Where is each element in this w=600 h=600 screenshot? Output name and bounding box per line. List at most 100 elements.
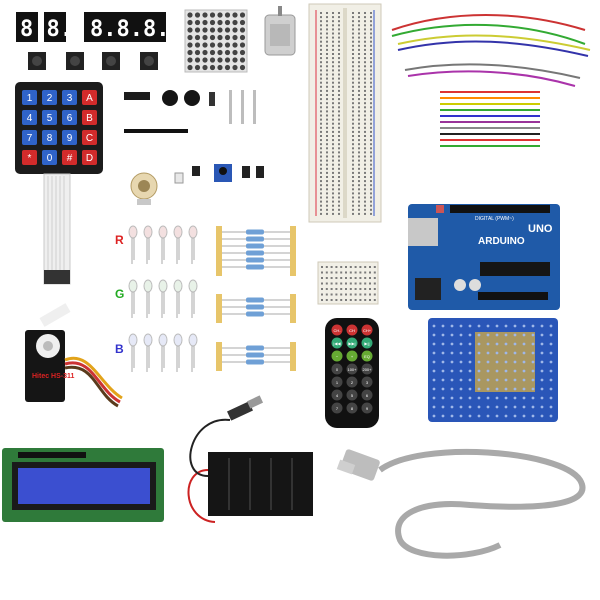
svg-text:6: 6 [366,393,369,398]
sensors [174,164,264,184]
keypad-key-label: 9 [67,133,73,144]
keypad-key: A [82,90,97,105]
keypad-key-label: 2 [47,93,53,104]
membrane-keypad: 1 2 3 A 4 5 6 B 7 8 9 C * 0 # D [15,82,103,285]
svg-text:2: 2 [351,380,354,385]
remote-key: 4 [331,389,343,401]
remote-key: ▶|| [361,337,373,349]
svg-text:5: 5 [351,393,354,398]
svg-text:CH-: CH- [333,328,341,333]
segment-display-single-text: 8.8. [20,17,73,42]
keypad-key-label: C [86,133,93,144]
keypad-key-label: 3 [67,93,73,104]
keypad-key: D [82,150,97,165]
keypad-key-label: 0 [47,153,53,164]
svg-text:+: + [351,354,354,359]
remote-key: EQ [361,350,373,362]
remote-key: CH- [331,324,343,336]
seven-segment-display-4digit: 8.8.8.8. [84,12,196,42]
remote-key: 200+ [361,363,373,375]
jumper-wires [391,14,591,147]
proto-shield [428,318,558,422]
svg-text:7: 7 [336,406,339,411]
arduino-header-label: DIGITAL (PWM~) [475,216,514,222]
servo-label: Hitec HS-311 [32,373,75,380]
led-rows: R G B [115,225,198,372]
remote-key: CH [346,324,358,336]
keypad-key-label: B [86,113,93,124]
remote-key: |◀◀ [331,337,343,349]
remote-key: 0 [331,363,343,375]
svg-text:▶▶|: ▶▶| [348,341,355,346]
arduino-brand-text: ARDUINO [478,236,525,247]
led-green-label: G [115,287,124,301]
remote-key: 6 [361,389,373,401]
keypad-key-label: * [28,153,32,164]
arduino-uno-board: ARDUINO UNO DIGITAL (PWM~) [408,204,560,310]
keypad-key-label: A [86,93,93,104]
svg-text:EQ: EQ [364,354,370,359]
svg-text:9: 9 [366,406,369,411]
small-components [124,90,256,133]
dc-motor [264,6,296,56]
keypad-key-label: 1 [27,93,33,104]
remote-key: 9 [361,402,373,414]
battery-holder [187,395,313,523]
servo-motor: Hitec HS-311 [25,303,123,408]
remote-key: 2 [346,376,358,388]
remote-key: ▶▶| [346,337,358,349]
keypad-key-label: # [67,153,73,164]
keypad-key: 6 [62,110,77,125]
led-red-label: R [115,233,124,247]
keypad-key-label: 5 [47,113,53,124]
keypad-key: C [82,130,97,145]
keypad-key: 4 [22,110,37,125]
remote-key: + [346,350,358,362]
svg-text:4: 4 [336,393,339,398]
svg-text:200+: 200+ [362,367,372,372]
svg-text:|◀◀: |◀◀ [333,341,341,346]
arduino-model-text: UNO [528,223,553,235]
led-blue-label: B [115,342,124,356]
remote-key: 7 [331,402,343,414]
svg-text:1: 1 [336,380,339,385]
keypad-key-label: 7 [27,133,33,144]
potentiometer [130,172,158,205]
keypad-key: 2 [42,90,57,105]
breadboard-mini [317,261,379,305]
remote-key: CH+ [361,324,373,336]
remote-key: 100+ [346,363,358,375]
remote-key: 5 [346,389,358,401]
keypad-key: 9 [62,130,77,145]
remote-key: − [331,350,343,362]
svg-text:0: 0 [336,367,339,372]
keypad-key: * [22,150,37,165]
remote-key: 3 [361,376,373,388]
remote-key: 1 [331,376,343,388]
keypad-key: 3 [62,90,77,105]
keypad-key: 0 [42,150,57,165]
remote-key: 8 [346,402,358,414]
keypad-key-label: 4 [27,113,33,124]
tactile-buttons [28,52,158,70]
keypad-key: B [82,110,97,125]
keypad-key: 1 [22,90,37,105]
keypad-key: 5 [42,110,57,125]
segment-display-quad-text: 8.8.8.8. [90,17,196,42]
svg-text:▶||: ▶|| [364,341,369,346]
svg-text:−: − [336,354,339,359]
lcd-display-16x2 [2,448,164,522]
seven-segment-display-1digit: 8.8. [16,12,73,42]
keypad-key-label: 6 [67,113,73,124]
svg-text:3: 3 [366,380,369,385]
led-matrix-8x8 [184,9,248,73]
keypad-key-label: 8 [47,133,53,144]
svg-text:8: 8 [351,406,354,411]
keypad-key-label: D [86,153,93,164]
svg-text:100+: 100+ [347,367,357,372]
usb-cable [336,448,586,559]
resistors [216,226,296,371]
